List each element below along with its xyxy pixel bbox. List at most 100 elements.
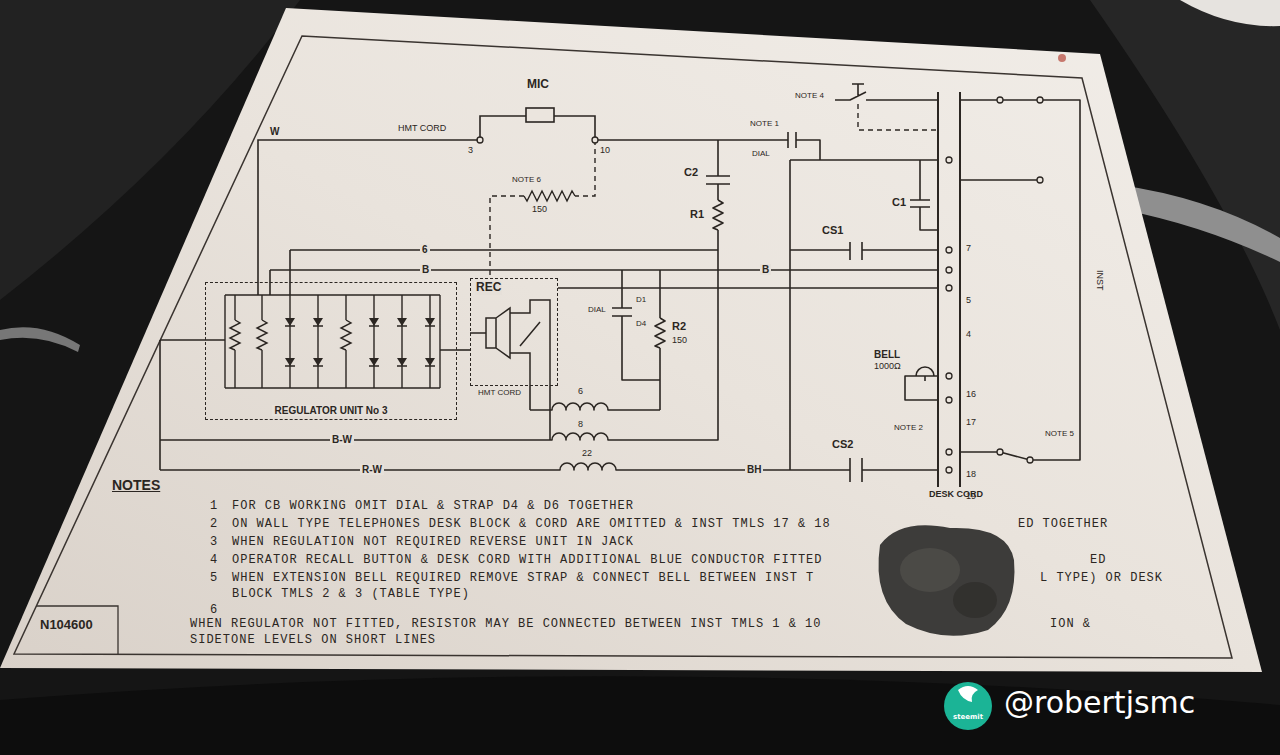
connector-group: [258, 140, 925, 350]
microphone-symbol: [526, 108, 554, 122]
microphone-block: MIC: [478, 76, 598, 144]
terminal-number: 10: [600, 146, 610, 156]
note-text: WHEN REGULATOR NOT FITTED, RESISTOR MAY …: [190, 618, 822, 631]
note-text: ED: [1090, 554, 1106, 567]
note-number: 4: [210, 554, 218, 567]
drawing-number: N104600: [40, 618, 93, 632]
circuit-wire: [558, 287, 925, 289]
watermark: @robertjsmc: [1004, 686, 1195, 719]
terminal-name: D4: [636, 320, 646, 329]
terminal-name: D1: [636, 296, 646, 305]
component-name: R1: [690, 208, 704, 220]
terminal: [946, 467, 952, 473]
terminal-number: 5: [966, 296, 971, 306]
note-text: ED TOGETHER: [1018, 518, 1108, 531]
note-reference: NOTE 1: [750, 120, 779, 129]
diode-symbol: [285, 318, 435, 366]
component-name: CS2: [832, 438, 853, 450]
wire-code: B: [420, 264, 431, 275]
regulator-unit: REGULATOR UNIT No 3: [205, 282, 457, 420]
stain: [1058, 54, 1066, 62]
optional-wire: [490, 104, 938, 278]
note-text: L TYPE) OR DESK: [1040, 572, 1163, 585]
node-label: REC: [475, 281, 502, 295]
note-reference: NOTE 5: [1045, 430, 1074, 439]
component-value: 150: [672, 336, 687, 346]
terminal-number: 19: [966, 492, 976, 502]
resistor-symbol: [524, 191, 575, 201]
component-value: 1000Ω: [874, 362, 901, 372]
terminal: [997, 449, 1003, 455]
note-text: SIDETONE LEVELS ON SHORT LINES: [190, 634, 436, 647]
circuit-wire: [160, 84, 1080, 482]
node-label: MIC: [527, 78, 549, 92]
note-number: 1: [210, 500, 218, 513]
terminal-group: [477, 97, 1043, 473]
terminal: [946, 157, 952, 163]
desk-cord: DESK CORD: [925, 92, 987, 501]
wire-code: 6: [420, 244, 430, 255]
terminal: [592, 137, 598, 143]
note-number: 3: [210, 536, 218, 549]
paper-corner: [1180, 0, 1280, 26]
component-name: BELL: [874, 349, 900, 360]
terminal: [946, 285, 952, 291]
note-text: ION &: [1050, 618, 1091, 631]
terminal-number: 16: [966, 390, 976, 400]
wire-code: BH: [745, 464, 763, 475]
note-reference: NOTE 6: [512, 176, 541, 185]
node-label: DESK CORD: [929, 489, 983, 499]
side-label: INST: [1094, 270, 1104, 291]
drawing-frame: [14, 36, 1232, 658]
note-text: WHEN REGULATION NOT REQUIRED REVERSE UNI…: [232, 536, 634, 549]
terminal: [946, 449, 952, 455]
cord-label: HMT CORD: [478, 389, 521, 398]
watermark-logo-text: steemit: [953, 714, 983, 722]
note-text: FOR CB WORKING OMIT DIAL & STRAP D4 & D6…: [232, 500, 634, 513]
terminal: [1037, 177, 1043, 183]
coil-value: 8: [578, 420, 583, 430]
component-value: 150: [532, 205, 547, 215]
circuit-wire: [457, 349, 470, 351]
cord-bar: [925, 92, 975, 487]
note-reference: NOTE 2: [894, 424, 923, 433]
phone-highlight: [0, 327, 80, 352]
receiver-symbol: [486, 300, 550, 386]
cord-label: HMT CORD: [398, 124, 446, 134]
node-label: REGULATOR UNIT No 3: [272, 405, 391, 417]
terminal: [997, 97, 1003, 103]
shadow: [0, 676, 1280, 755]
note-text: ON WALL TYPE TELEPHONES DESK BLOCK & COR…: [232, 518, 831, 531]
note-number: 5: [210, 572, 218, 585]
terminal-number: 3: [468, 146, 473, 156]
smudge: [878, 525, 1014, 635]
title-block-line: [36, 606, 118, 654]
smudge: [953, 582, 997, 618]
wire-code: B: [760, 264, 771, 275]
wire-code: B-W: [330, 434, 354, 445]
note-text: OPERATOR RECALL BUTTON & DESK CORD WITH …: [232, 554, 822, 567]
watermark-logo: [944, 682, 992, 730]
component-name: C2: [684, 166, 698, 178]
cord-conductor: [938, 92, 960, 487]
note-text: BLOCK TMLS 2 & 3 (TABLE TYPE): [232, 588, 470, 601]
smudge: [900, 548, 960, 592]
component-name: CS1: [822, 224, 843, 236]
watermark-logo: [958, 686, 978, 702]
receiver-block: REC: [470, 278, 558, 386]
regulator-wiring: [225, 295, 440, 388]
terminal: [946, 247, 952, 253]
note-number: 2: [210, 518, 218, 531]
wire-code: W: [270, 126, 279, 137]
notes-heading: NOTES: [112, 478, 160, 493]
component-name: R2: [672, 320, 686, 332]
component-name: DIAL: [752, 150, 770, 159]
terminal-number: 7: [966, 244, 971, 254]
terminal-number: 18: [966, 470, 976, 480]
